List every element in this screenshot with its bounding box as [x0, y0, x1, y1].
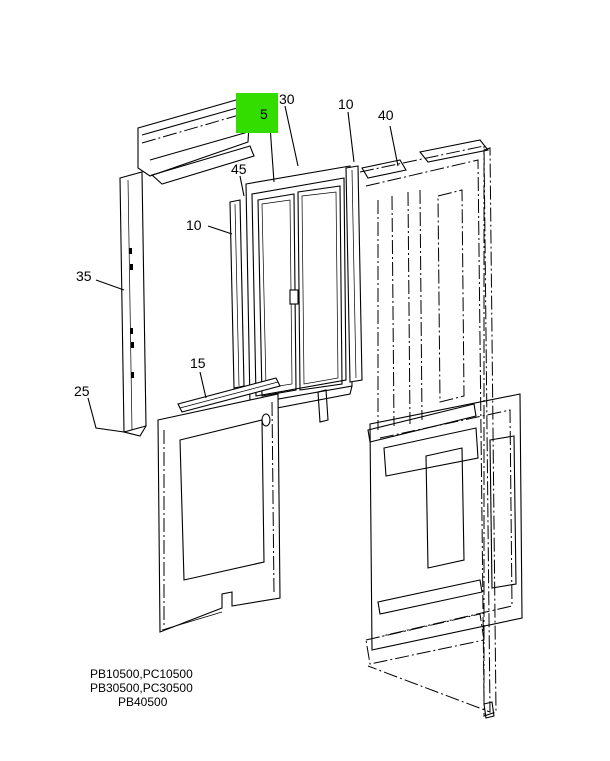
- callout-15[interactable]: 15: [190, 355, 206, 371]
- part-40-door-frame: [359, 139, 497, 719]
- part-10-top-seal-strip: [345, 165, 363, 383]
- callout-10-left[interactable]: 10: [186, 217, 202, 233]
- callout-5[interactable]: 5: [260, 106, 268, 122]
- callout-30[interactable]: 30: [279, 91, 295, 107]
- part-35-side-panel: [119, 171, 147, 437]
- figure-id-line-3: PB40500: [118, 695, 168, 709]
- callout-45[interactable]: 45: [231, 161, 247, 177]
- part-10-left-seal-strip: [229, 199, 245, 389]
- figure-id-line-2: PB30500,PC30500: [90, 681, 193, 695]
- part-15-top-bar: [177, 377, 281, 413]
- callout-40[interactable]: 40: [378, 107, 394, 123]
- part-45-glass-door-assembly: [245, 165, 353, 423]
- part-25-lower-panel: [157, 393, 281, 633]
- callout-25[interactable]: 25: [74, 383, 90, 399]
- highlight-box: [236, 93, 278, 133]
- callout-10-top[interactable]: 10: [338, 96, 354, 112]
- leader-lines: [87, 105, 399, 433]
- callout-35[interactable]: 35: [76, 268, 92, 284]
- figure-id-line-1: PB10500,PC10500: [90, 667, 193, 681]
- lower-door-panel: [365, 393, 523, 665]
